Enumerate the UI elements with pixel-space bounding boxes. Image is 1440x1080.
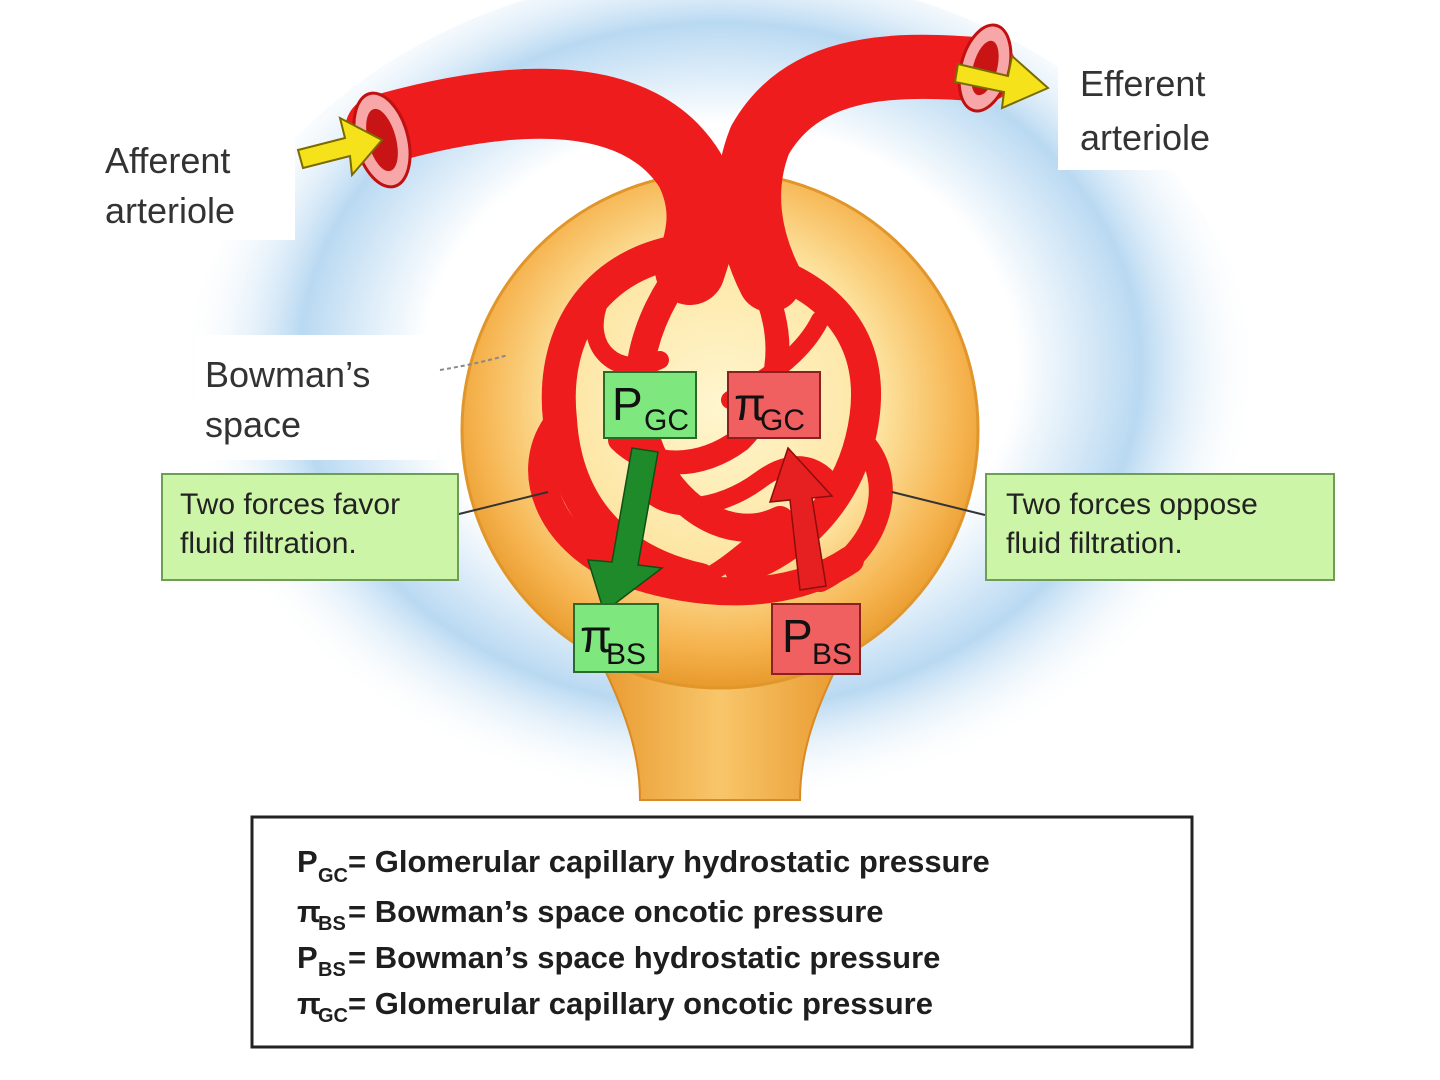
efferent-label-line1: Efferent <box>1080 63 1205 104</box>
oppose-note-line1: Two forces oppose <box>1006 488 1258 521</box>
legend-row-2-symbol: π <box>297 894 321 929</box>
bowmans-space-label-line2: space <box>205 404 301 445</box>
pbs-box: P BS <box>771 603 861 675</box>
pbs-symbol: P <box>782 610 813 662</box>
pibs-symbol: π <box>580 610 612 662</box>
legend-row-1-subscript: GC <box>318 865 348 887</box>
legend-row-2-subscript: BS <box>318 913 346 935</box>
pigc-box: π GC <box>727 371 821 439</box>
filtration-favor-arrow <box>586 447 664 614</box>
legend-row-4-text: = Glomerular capillary oncotic pressure <box>348 986 933 1021</box>
bowman-pointer-line <box>439 354 509 371</box>
pigc-symbol: π <box>734 378 766 430</box>
pgc-subscript: GC <box>644 404 689 437</box>
pgc-box: P GC <box>603 371 697 439</box>
oppose-note-box <box>985 473 1335 581</box>
legend-box <box>250 815 1194 1049</box>
efferent-label-line2: arteriole <box>1080 117 1210 158</box>
pbs-subscript: BS <box>812 638 852 671</box>
afferent-label-line2: arteriole <box>105 190 235 231</box>
legend: P GC = Glomerular capillary hydrostatic … <box>250 815 1194 1049</box>
pigc-subscript: GC <box>760 404 805 437</box>
favor-note-line1: Two forces favor <box>180 488 400 521</box>
legend-row-3-text: = Bowman’s space hydrostatic pressure <box>348 940 940 975</box>
legend-row-4-subscript: GC <box>318 1005 348 1027</box>
capsule-stem <box>598 659 842 801</box>
legend-row-1-text: = Glomerular capillary hydrostatic press… <box>348 844 990 879</box>
filtration-oppose-arrow <box>768 446 834 591</box>
legend-row-3-symbol: P <box>297 940 318 975</box>
legend-row: P BS = Bowman’s space hydrostatic pressu… <box>297 940 940 981</box>
favor-note-box <box>161 473 459 581</box>
legend-row-4-symbol: π <box>297 986 321 1021</box>
pibs-box: π BS <box>573 603 659 673</box>
legend-row-1-symbol: P <box>297 844 318 879</box>
favor-pointer-line <box>454 491 549 516</box>
legend-row: π BS = Bowman’s space oncotic pressure <box>297 894 884 935</box>
pibs-subscript: BS <box>606 638 646 671</box>
oppose-note-line2: fluid filtration. <box>1006 527 1183 560</box>
inflow-arrow <box>296 116 384 178</box>
afferent-label-line1: Afferent <box>105 140 230 181</box>
legend-row: P GC = Glomerular capillary hydrostatic … <box>297 844 990 887</box>
favor-note-line2: fluid filtration. <box>180 527 357 560</box>
legend-row-3-subscript: BS <box>318 959 346 981</box>
legend-row: π GC = Glomerular capillary oncotic pres… <box>297 986 933 1027</box>
bowmans-space-label-line1: Bowman’s <box>205 354 370 395</box>
outflow-arrow <box>953 54 1050 110</box>
legend-row-2-text: = Bowman’s space oncotic pressure <box>348 894 884 929</box>
oppose-pointer-line <box>891 491 986 516</box>
pgc-symbol: P <box>612 378 643 430</box>
